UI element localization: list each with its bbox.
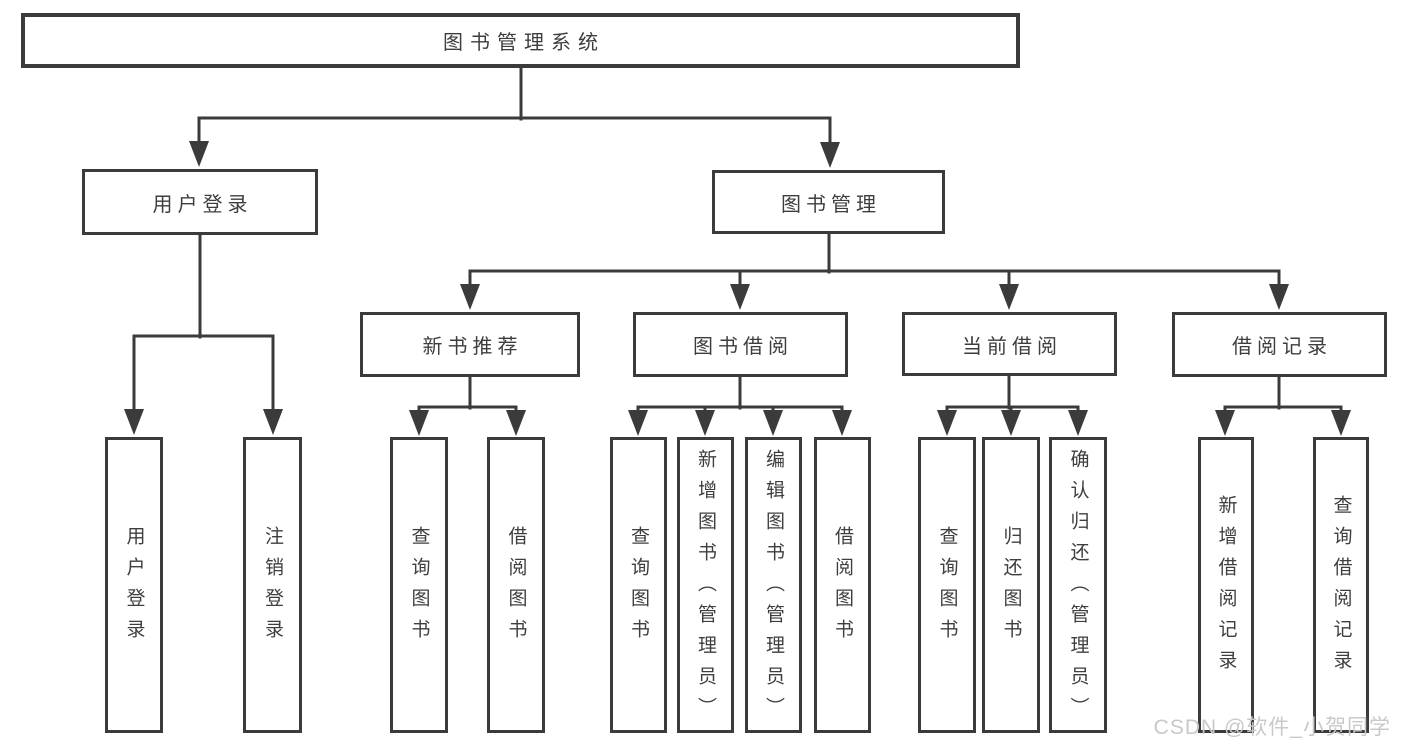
arrowhead-down-icon <box>695 410 715 436</box>
node-book-borrow: 图书借阅 <box>633 312 848 377</box>
node-root: 图书管理系统 <box>21 13 1020 68</box>
node-label-v-return-book: 归还图书 <box>1000 526 1022 650</box>
node-v-query-borrow-record: 查询借阅记录 <box>1313 437 1369 733</box>
node-v-query-book-3: 查询图书 <box>918 437 976 733</box>
arrowhead-down-icon <box>460 284 480 310</box>
node-user-login: 用户登录 <box>82 169 318 235</box>
arrowhead-down-icon <box>1331 410 1351 436</box>
node-current-borrow: 当前借阅 <box>902 312 1117 376</box>
node-label-v-logout: 注销登录 <box>262 526 283 650</box>
arrowhead-down-icon <box>1068 410 1088 436</box>
arrowhead-down-icon <box>409 410 429 436</box>
node-new-book-rec: 新书推荐 <box>360 312 580 377</box>
node-v-logout: 注销登录 <box>243 437 302 733</box>
node-v-return-book: 归还图书 <box>982 437 1040 733</box>
arrowhead-down-icon <box>937 410 957 436</box>
arrowhead-down-icon <box>730 284 750 310</box>
node-v-borrow-book-2: 借阅图书 <box>814 437 871 733</box>
node-v-add-borrow-record: 新增借阅记录 <box>1198 437 1254 733</box>
node-label-v-user-login: 用户登录 <box>123 526 145 650</box>
arrowhead-down-icon <box>263 409 283 435</box>
node-v-query-book-2: 查询图书 <box>610 437 667 733</box>
node-label-v-query-borrow-record: 查询借阅记录 <box>1330 495 1352 681</box>
node-v-query-book-1: 查询图书 <box>390 437 448 733</box>
node-label-v-query-book-2: 查询图书 <box>628 526 649 650</box>
arrowhead-down-icon <box>506 410 526 436</box>
node-label-v-confirm-return: 确认归还（管理员） <box>1067 448 1089 728</box>
node-label-v-add-book: 新增图书（管理员） <box>695 448 716 728</box>
node-label-user-login: 用户登录 <box>152 193 253 216</box>
node-label-book-borrow: 图书借阅 <box>693 336 793 358</box>
arrowhead-down-icon <box>999 284 1019 310</box>
node-label-root: 图书管理系统 <box>443 32 605 54</box>
arrowhead-down-icon <box>1001 410 1021 436</box>
node-label-v-add-borrow-record: 新增借阅记录 <box>1215 495 1237 681</box>
arrowhead-down-icon <box>124 409 144 435</box>
arrowhead-down-icon <box>628 410 648 436</box>
node-label-v-borrow-book-2: 借阅图书 <box>832 526 853 650</box>
arrowhead-down-icon <box>832 410 852 436</box>
watermark: CSDN @软件_小贺同学 <box>1153 716 1391 739</box>
arrowhead-down-icon <box>763 410 783 436</box>
node-book-mgmt: 图书管理 <box>712 170 945 234</box>
node-label-v-query-book-3: 查询图书 <box>936 526 958 650</box>
arrowhead-down-icon <box>1269 284 1289 310</box>
node-label-current-borrow: 当前借阅 <box>962 335 1062 358</box>
node-borrow-records: 借阅记录 <box>1172 312 1387 377</box>
arrowhead-down-icon <box>1215 410 1235 436</box>
node-label-borrow-records: 借阅记录 <box>1232 336 1332 358</box>
node-label-v-borrow-book-1: 借阅图书 <box>505 526 527 650</box>
node-v-user-login: 用户登录 <box>105 437 163 733</box>
arrowhead-down-icon <box>820 142 840 168</box>
node-v-edit-book: 编辑图书（管理员） <box>745 437 802 733</box>
node-v-borrow-book-1: 借阅图书 <box>487 437 545 733</box>
node-label-v-query-book-1: 查询图书 <box>408 526 430 650</box>
node-label-book-mgmt: 图书管理 <box>781 193 881 216</box>
node-v-confirm-return: 确认归还（管理员） <box>1049 437 1107 733</box>
node-v-add-book: 新增图书（管理员） <box>677 437 734 733</box>
arrowhead-down-icon <box>189 141 209 167</box>
node-label-new-book-rec: 新书推荐 <box>422 336 523 358</box>
node-label-v-edit-book: 编辑图书（管理员） <box>763 448 784 728</box>
